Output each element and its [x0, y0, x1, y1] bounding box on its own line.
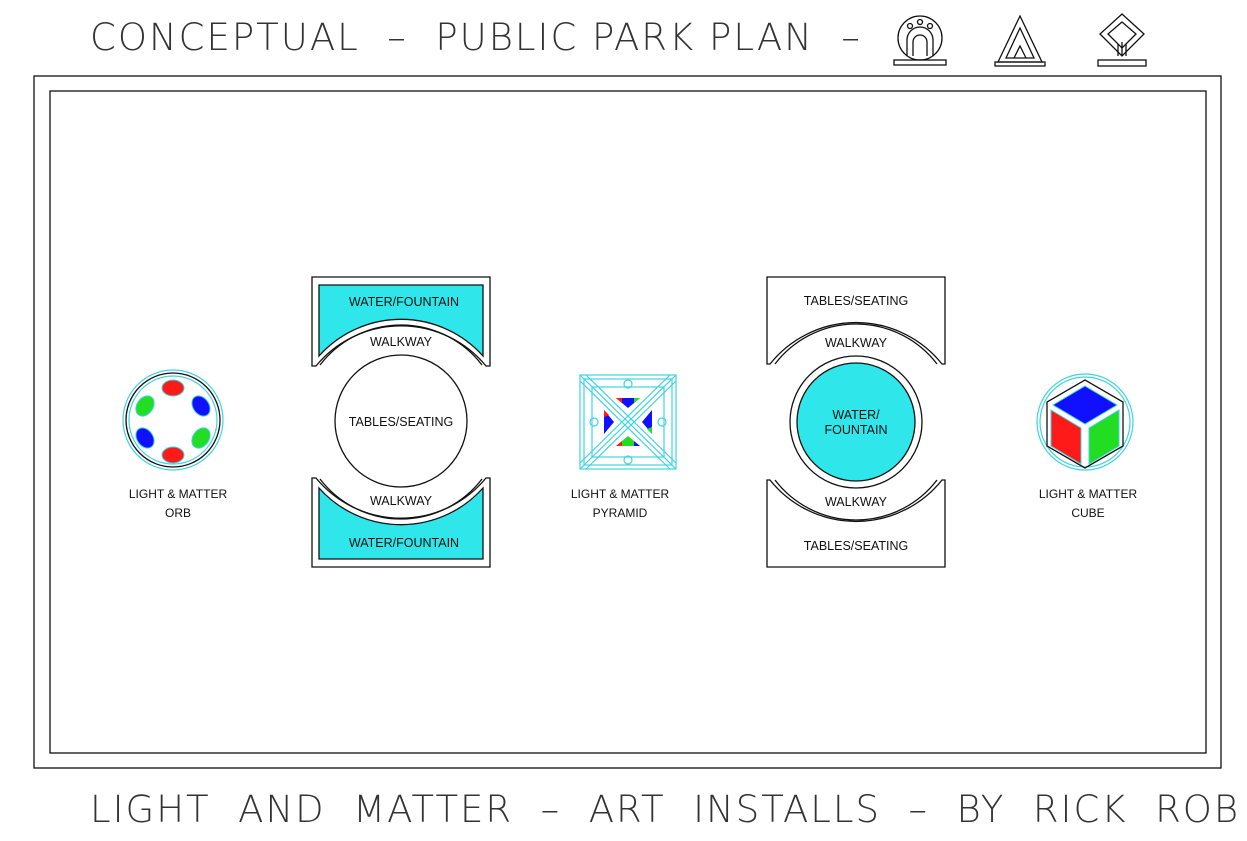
left-center-seating [334, 354, 468, 488]
orb-red-light [161, 379, 185, 397]
right-top-walkway-label: WALKWAY [825, 336, 888, 350]
orb-logo-icon [893, 15, 947, 66]
orb-red-light [161, 446, 185, 464]
pyramid-label-line1: LIGHT & MATTER [571, 487, 670, 501]
right-center-water [796, 362, 916, 482]
right-plaza [766, 276, 946, 568]
orb-label-line1: LIGHT & MATTER [129, 487, 228, 501]
footer-title: LIGHT AND MATTER – ART INSTALLS – BY RIC… [90, 788, 1240, 831]
left-top-water [318, 284, 484, 358]
left-bottom-walkway-label: WALKWAY [370, 494, 433, 508]
orb-blue-light [135, 427, 155, 449]
right-center-label-line1: WATER/ [832, 408, 880, 422]
orb-green-light [191, 427, 211, 449]
left-top-water-label: WATER/FOUNTAIN [349, 295, 459, 309]
right-center-label-line2: FOUNTAIN [825, 423, 888, 437]
left-center-label: TABLES/SEATING [349, 415, 453, 429]
inner-border [49, 90, 1207, 754]
cube-label-line1: LIGHT & MATTER [1039, 487, 1138, 501]
cube-right-face [1088, 409, 1120, 465]
cube-left-face [1050, 409, 1082, 465]
left-top-walkway-label: WALKWAY [370, 335, 433, 349]
header-title: CONCEPTUAL – PUBLIC PARK PLAN – [90, 16, 862, 59]
outer-border [33, 75, 1222, 769]
right-bottom-seating-label: TABLES/SEATING [804, 539, 908, 553]
cube-installation [1036, 373, 1134, 471]
right-top-seating-label: TABLES/SEATING [804, 294, 908, 308]
orb-label-line2: ORB [165, 506, 191, 520]
pyramid-logo-icon [994, 14, 1046, 67]
left-bottom-water-label: WATER/FOUNTAIN [349, 536, 459, 550]
cube-top-face [1052, 385, 1118, 425]
pyramid-label-line2: PYRAMID [593, 506, 648, 520]
orb-blue-light [191, 395, 211, 417]
orb-installation [122, 369, 224, 471]
cube-logo-icon [1097, 13, 1147, 67]
cube-label-line2: CUBE [1071, 506, 1104, 520]
orb-green-light [135, 395, 155, 417]
pyramid-installation [579, 374, 677, 470]
left-bottom-water [318, 486, 484, 560]
left-plaza [311, 276, 491, 568]
right-bottom-walkway-label: WALKWAY [825, 495, 888, 509]
